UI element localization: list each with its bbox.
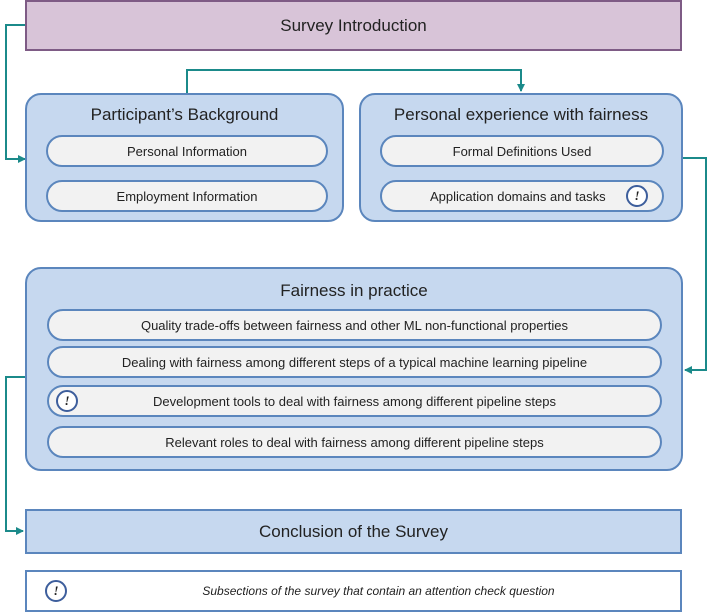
- fairness-experience-panel: Personal experience with fairness Formal…: [359, 93, 683, 222]
- personal-information-label: Personal Information: [127, 143, 247, 159]
- employment-information-item: Employment Information: [46, 180, 328, 212]
- formal-definitions-item: Formal Definitions Used: [380, 135, 664, 167]
- conclusion-label: Conclusion of the Survey: [259, 521, 448, 541]
- employment-information-label: Employment Information: [116, 188, 258, 204]
- application-domains-label: Application domains and tasks: [430, 188, 606, 204]
- relevant-roles-label: Relevant roles to deal with fairness amo…: [165, 434, 544, 450]
- arrow-intro-to-background: [5, 24, 26, 163]
- relevant-roles-item: Relevant roles to deal with fairness amo…: [47, 426, 662, 458]
- arrow-experience-to-practice: [683, 157, 707, 374]
- development-tools-label: Development tools to deal with fairness …: [153, 393, 556, 409]
- fairness-in-practice-panel: Fairness in practice Quality trade-offs …: [25, 267, 683, 471]
- attention-check-icon: !: [56, 390, 78, 412]
- pipeline-steps-label: Dealing with fairness among different st…: [121, 354, 588, 370]
- fairness-experience-title: Personal experience with fairness: [393, 105, 649, 124]
- arrow-practice-to-conclusion: [5, 376, 26, 535]
- personal-information-item: Personal Information: [46, 135, 328, 167]
- formal-definitions-label: Formal Definitions Used: [452, 143, 592, 159]
- arrow-background-to-experience: [186, 69, 525, 94]
- fairness-in-practice-title: Fairness in practice: [280, 281, 428, 300]
- pipeline-steps-item: Dealing with fairness among different st…: [47, 346, 662, 378]
- legend-text: Subsections of the survey that contain a…: [202, 584, 555, 598]
- legend-box: ! Subsections of the survey that contain…: [25, 570, 682, 612]
- attention-check-icon: !: [45, 580, 67, 602]
- attention-check-icon: !: [626, 185, 648, 207]
- quality-tradeoffs-label: Quality trade-offs between fairness and …: [140, 317, 569, 333]
- survey-introduction-box: Survey Introduction: [25, 0, 682, 51]
- participant-background-panel: Participant’s Background Personal Inform…: [25, 93, 344, 222]
- survey-introduction-label: Survey Introduction: [280, 15, 427, 35]
- participant-background-title: Participant’s Background: [90, 105, 279, 124]
- development-tools-item: ! Development tools to deal with fairnes…: [47, 385, 662, 417]
- conclusion-box: Conclusion of the Survey: [25, 509, 682, 554]
- quality-tradeoffs-item: Quality trade-offs between fairness and …: [47, 309, 662, 341]
- application-domains-item: Application domains and tasks !: [380, 180, 664, 212]
